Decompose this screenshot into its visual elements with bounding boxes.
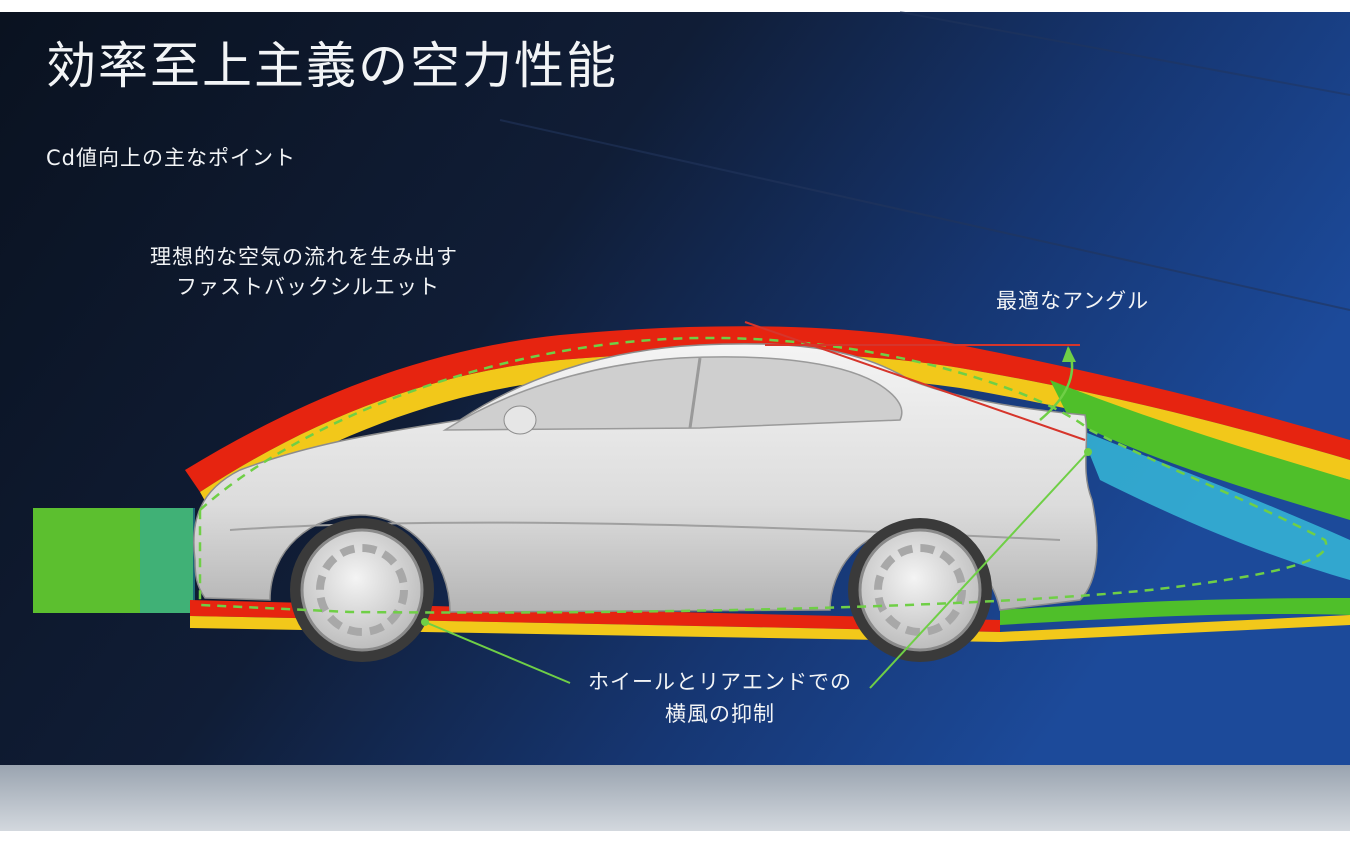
floor	[0, 765, 1350, 831]
leader-line-front-wheel	[424, 621, 571, 684]
angle-line-roof	[744, 321, 1086, 441]
car-window	[442, 356, 903, 431]
annotation-line: 横風の抑制	[665, 702, 775, 726]
flow-under-green	[1000, 598, 1350, 625]
annotation-line: ファストバックシルエット	[176, 275, 440, 299]
annotation-line: ホイールとリアエンドでの	[588, 670, 852, 694]
leader-dot	[1084, 448, 1092, 456]
rear-wheel	[848, 518, 992, 662]
flow-band-cyan	[1080, 430, 1350, 580]
flow-under-yellow	[190, 615, 1350, 642]
angle-arrow-head	[1062, 346, 1076, 362]
ceiling-seam	[499, 119, 1350, 311]
flow-band-green	[1050, 380, 1350, 520]
side-mirror	[503, 405, 537, 435]
annotation-fastback: 理想的な空気の流れを生み出す ファストバックシルエット	[150, 242, 458, 302]
window-pillar	[688, 357, 702, 429]
annotation-angle: 最適なアングル	[996, 289, 1150, 313]
leader-line-rear-end	[869, 451, 1089, 689]
inlet-flow-edge	[140, 508, 195, 613]
leader-dot	[421, 618, 429, 626]
page-title: 効率至上主義の空力性能	[46, 37, 618, 95]
flow-band-red	[185, 326, 1350, 492]
annotation-wheel-rear: ホイールとリアエンドでの 横風の抑制	[570, 666, 870, 730]
subtitle: Cd値向上の主なポイント	[46, 146, 296, 170]
front-wheel	[290, 518, 434, 662]
airflow-envelope	[198, 336, 1328, 614]
ceiling-seam	[899, 11, 1350, 96]
annotation-line: 理想的な空気の流れを生み出す	[150, 245, 458, 269]
